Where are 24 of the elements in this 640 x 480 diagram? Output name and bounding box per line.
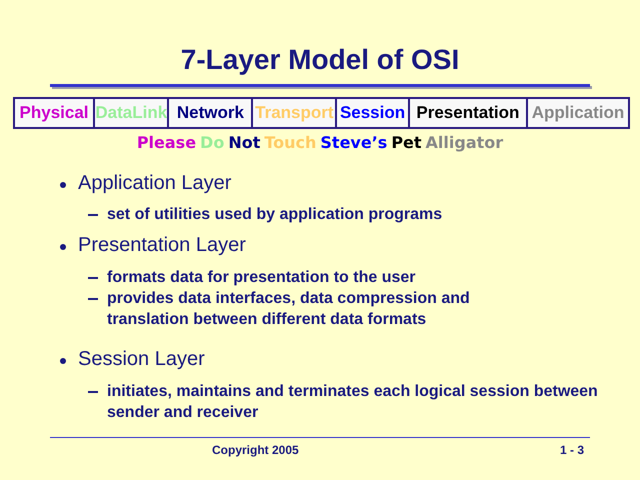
mnemonic-word: Touch: [264, 133, 316, 152]
mnemonic-word: Pet: [391, 133, 422, 152]
mnemonic-word: Steve’s: [320, 133, 388, 152]
mnemonic-word: Alligator: [426, 133, 504, 152]
layer-cell: Physical: [15, 99, 96, 127]
slide-title: 7-Layer Model of OSI: [180, 44, 460, 76]
layer-cell: Session: [337, 99, 410, 127]
layer-cell: Presentation: [410, 99, 528, 127]
layer-cell: Application: [528, 99, 628, 127]
bullet-text: provides data interfaces, data compression and translation between different data formats: [107, 289, 471, 330]
bullet-text: initiates, maintains and terminates each logical session between sender and receiver: [107, 382, 599, 423]
bullet-heading: Session Layer: [78, 348, 205, 371]
bullet-text: formats data for presentation to the user: [107, 268, 416, 288]
bullet-text: set of utilities used by application programs: [107, 205, 444, 225]
copyright-note: Copyright 2005: [212, 443, 299, 457]
page-number: 1 - 3: [560, 443, 584, 457]
layer-cell: DataLink: [95, 99, 170, 127]
mnemonic-word: Do: [200, 133, 224, 152]
layer-cell: Transport: [253, 99, 338, 127]
bullet-heading: Presentation Layer: [78, 234, 246, 257]
layer-cell: Network: [169, 99, 254, 127]
mnemonic-word: Not: [228, 133, 260, 152]
bullet-heading: Application Layer: [78, 172, 232, 195]
mnemonic-word: Please: [136, 133, 196, 152]
